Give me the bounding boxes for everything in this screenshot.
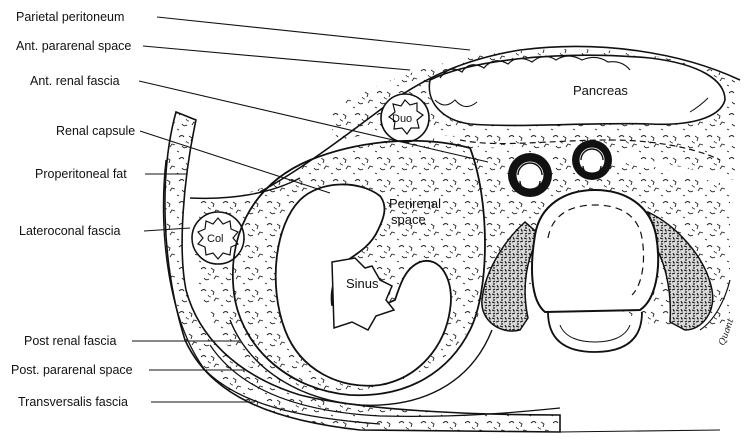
label-col: Col [207, 233, 224, 245]
vertebral-canal [547, 311, 643, 353]
leader-lines [132, 16, 489, 403]
duodenum [380, 93, 430, 143]
label-renal-capsule: Renal capsule [56, 124, 135, 138]
renal-sinus [331, 257, 396, 331]
psoas-muscle-right [647, 210, 714, 331]
label-parietal-peritoneum: Parietal peritoneum [16, 10, 124, 24]
label-ant-pararenal-space: Ant. pararenal space [16, 39, 131, 53]
label-ant-renal-fascia: Ant. renal fascia [30, 74, 120, 88]
label-perirenal-line2: space [391, 212, 426, 227]
ant-renal-fascia-line [459, 139, 721, 161]
colon [191, 211, 245, 265]
aorta [508, 153, 552, 197]
label-transversalis-fascia: Transversalis fascia [18, 395, 128, 409]
label-pancreas: Pancreas [573, 83, 628, 98]
label-properitoneal-fat: Properitoneal fat [35, 167, 127, 181]
post-renal-fascia-line [229, 319, 493, 406]
label-lateroconal-fascia: Lateroconal fascia [19, 224, 121, 238]
renal-fascia-boundary [231, 139, 486, 397]
label-post-pararenal-space: Post. pararenal space [11, 363, 133, 377]
label-post-renal-fascia: Post renal fascia [24, 334, 116, 348]
psoas-muscle-left [481, 220, 541, 332]
vena-cava [572, 140, 612, 180]
kidney [274, 183, 452, 387]
label-duo: Duo [392, 113, 412, 125]
label-perirenal-line1: Perirenal [389, 196, 441, 211]
parietal-peritoneum-line [259, 45, 741, 193]
peritoneum-lower-line [189, 177, 301, 200]
pancreas [428, 54, 726, 127]
label-sinus: Sinus [346, 276, 379, 291]
vertebral-body [531, 188, 660, 314]
